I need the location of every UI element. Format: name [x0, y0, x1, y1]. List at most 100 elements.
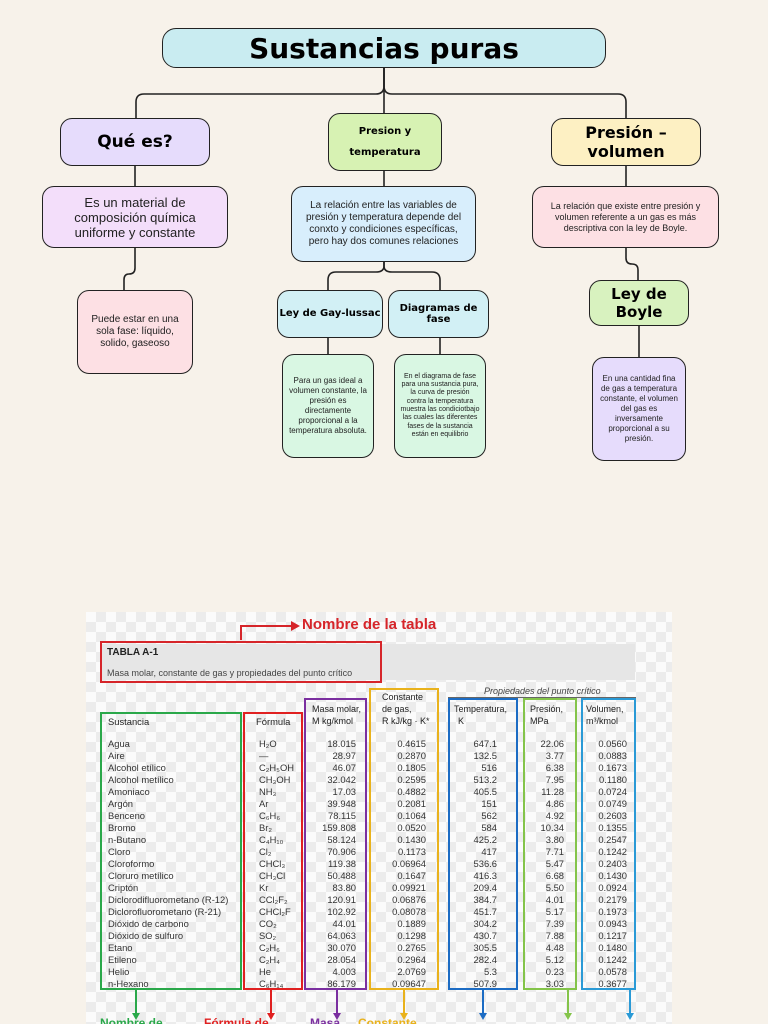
table-cell-masa: 44.01 — [332, 918, 356, 929]
frame-presion — [523, 698, 577, 990]
table-cell-formula: CH₃OH — [259, 774, 291, 785]
critical-underline — [448, 697, 636, 698]
table-cell-v: 0.1242 — [598, 954, 627, 965]
table-cell-masa: 119.38 — [328, 858, 356, 869]
table-cell-p: 3.80 — [545, 834, 564, 845]
table-cell-v: 0.1242 — [598, 846, 627, 857]
table-cell-v: 0.0883 — [598, 750, 627, 761]
table-cell-masa: 120.91 — [327, 894, 356, 905]
map-title: Sustancias puras — [162, 28, 606, 68]
table-cell-t: 425.2 — [473, 834, 497, 845]
table-cell-r: 0.06876 — [392, 894, 426, 905]
node-que-es: Qué es? — [60, 118, 210, 166]
table-cell-r: 0.4615 — [397, 738, 426, 749]
table-cell-r: 0.1805 — [397, 762, 426, 773]
table-cell-masa: 70.906 — [327, 846, 356, 857]
table-cell-v: 0.0924 — [598, 882, 627, 893]
table-cell-masa: 39.948 — [327, 798, 356, 809]
table-cell-formula: Kr — [259, 882, 269, 893]
table-cell-t: 305.5 — [473, 942, 497, 953]
table-cell-p: 22.06 — [540, 738, 564, 749]
node-ley-boyle: Ley de Boyle — [589, 280, 689, 326]
bottom-label-masa: Masa — [310, 1016, 341, 1024]
node-definicion: Es un material de composición química un… — [42, 186, 228, 248]
table-cell-sustancia: Helio — [108, 966, 130, 977]
table-cell-r: 0.08078 — [392, 906, 426, 917]
table-cell-masa: 4.003 — [332, 966, 356, 977]
table-cell-masa: 32.042 — [327, 774, 356, 785]
table-cell-sustancia: Alcohol metílico — [108, 774, 174, 785]
table-cell-r: 0.1647 — [397, 870, 426, 881]
node-diagramas-fase: Diagramas de fase — [388, 290, 489, 338]
table-header-band — [100, 644, 635, 680]
table-cell-p: 5.50 — [545, 882, 564, 893]
table-cell-sustancia: Cloro — [108, 846, 131, 857]
table-cell-sustancia: Cloroformo — [108, 858, 155, 869]
table-cell-sustancia: Cloruro metílico — [108, 870, 174, 881]
header-temp-2: K — [458, 716, 465, 726]
frame-masa — [304, 698, 367, 990]
table-cell-t: 562 — [481, 810, 497, 821]
table-cell-formula: C₂H₆ — [259, 942, 280, 953]
table-cell-masa: 50.488 — [327, 870, 356, 881]
table-cell-v: 0.2547 — [598, 834, 627, 845]
bottom-label-constante: Constante — [358, 1016, 417, 1024]
table-cell-r: 0.1064 — [397, 810, 426, 821]
table-cell-p: 7.95 — [545, 774, 564, 785]
table-cell-v: 0.0943 — [598, 918, 627, 929]
table-cell-p: 5.17 — [545, 906, 564, 917]
table-cell-p: 5.47 — [545, 858, 564, 869]
table-cell-v: 0.0560 — [598, 738, 627, 749]
node-relacion-pt: La relación entre las variables de presi… — [291, 186, 476, 262]
table-cell-p: 4.48 — [545, 942, 564, 953]
bottom-label-nombre: Nombre de — [100, 1016, 163, 1024]
bottom-label-formula: Fórmula de — [204, 1016, 269, 1024]
table-cell-t: 451.7 — [473, 906, 497, 917]
table-cell-v: 0.0578 — [598, 966, 627, 977]
table-cell-v: 0.1217 — [598, 930, 627, 941]
table-cell-sustancia: Etileno — [108, 954, 137, 965]
table-cell-sustancia: Alcohol etílico — [108, 762, 166, 773]
node-diagramas-text: En el diagrama de fase para una sustanci… — [394, 354, 486, 458]
table-cell-formula: H₂O — [259, 738, 277, 749]
frame-volumen — [581, 698, 636, 990]
table-cell-r: 0.06964 — [392, 858, 426, 869]
node-gay-lussac-text: Para un gas ideal a volumen constante, l… — [282, 354, 374, 458]
table-cell-formula: CCl₂F₂ — [259, 894, 288, 905]
table-cell-p: 3.77 — [545, 750, 564, 761]
table-cell-p: 10.34 — [540, 822, 564, 833]
table-cell-masa: 102.92 — [327, 906, 356, 917]
frame-formula — [243, 712, 303, 990]
table-cell-formula: He — [259, 966, 271, 977]
table-id: TABLA A-1 — [107, 647, 159, 658]
table-cell-t: 417 — [481, 846, 497, 857]
table-cell-t: 132.5 — [473, 750, 497, 761]
table-cell-formula: NH₃ — [259, 786, 277, 797]
table-cell-formula: CHCl₂F — [259, 906, 291, 917]
table-cell-v: 0.2603 — [598, 810, 627, 821]
table-cell-t: 430.7 — [473, 930, 497, 941]
table-cell-r: 0.2081 — [397, 798, 426, 809]
table-cell-sustancia: Bromo — [108, 822, 136, 833]
frame-constante — [369, 688, 439, 990]
table-cell-p: 11.28 — [541, 786, 564, 797]
table-cell-p: 3.03 — [545, 978, 564, 989]
table-cell-masa: 83.80 — [332, 882, 356, 893]
table-cell-v: 0.1430 — [598, 870, 627, 881]
table-cell-r: 2.0769 — [397, 966, 426, 977]
node-gay-lussac: Ley de Gay-lussac — [277, 290, 383, 338]
table-cell-formula: CH₃Cl — [259, 870, 286, 881]
node-presion-temperatura: Presion y temperatura — [328, 113, 442, 171]
critical-header: Propiedades del punto crítico — [484, 686, 601, 696]
table-cell-t: 647.1 — [473, 738, 497, 749]
table-cell-r: 0.4882 — [397, 786, 426, 797]
bottom-arrows — [132, 990, 634, 1020]
table-cell-r: 0.2595 — [397, 774, 426, 785]
table-cell-masa: 64.063 — [327, 930, 356, 941]
table-cell-p: 4.86 — [545, 798, 564, 809]
table-cell-formula: C₆H₆ — [259, 810, 281, 821]
header-vol-2: m³/kmol — [586, 716, 618, 726]
table-cell-p: 7.71 — [545, 846, 564, 857]
